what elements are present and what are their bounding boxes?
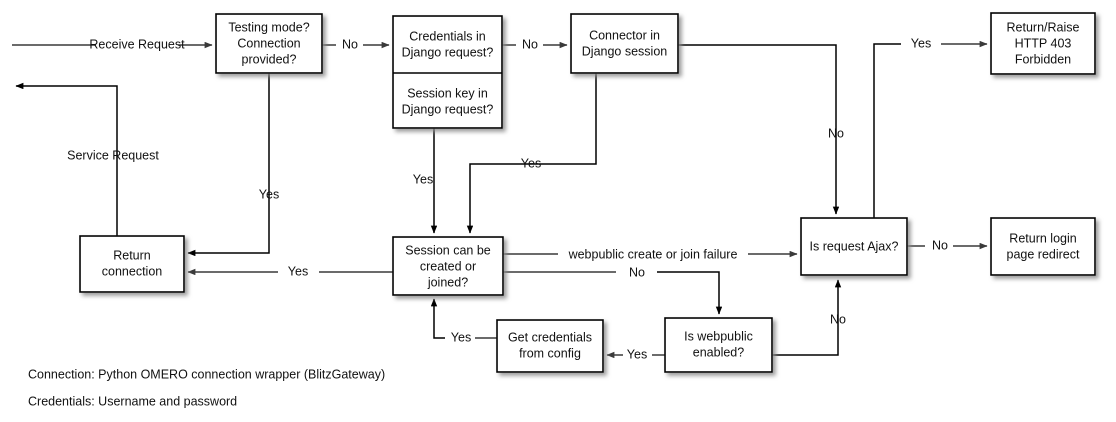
- node-return-login-redirect[interactable]: Return login page redirect: [990, 217, 1096, 276]
- node-return-login-line2: page redirect: [1007, 247, 1080, 261]
- node-connector-line1: Connector in: [589, 28, 660, 42]
- node-http403-line3: Forbidden: [1015, 52, 1071, 66]
- label-credentials-no: No: [522, 37, 538, 51]
- node-session-key-line1: Session key in: [407, 86, 488, 100]
- node-session-key-line2: Django request?: [402, 102, 494, 116]
- node-testing-mode[interactable]: Testing mode? Connection provided?: [215, 13, 323, 74]
- legend-credentials: Credentials: Username and password: [28, 394, 237, 408]
- label-getcred-yes: Yes: [451, 330, 471, 344]
- node-testing-mode-line1: Testing mode?: [228, 20, 309, 34]
- edge-session-no-b: [657, 271, 723, 315]
- node-credentials-line2: Django request?: [402, 45, 494, 59]
- label-webpublic-no: No: [830, 312, 846, 326]
- node-session-created-or-joined[interactable]: Session can be created or joined?: [392, 236, 504, 296]
- node-connector-line2: Django session: [582, 44, 668, 58]
- label-ajax-no: No: [932, 238, 948, 252]
- label-session-no: No: [629, 265, 645, 279]
- label-receive-request: Receive Request: [89, 37, 185, 51]
- node-credentials-line1: Credentials in: [409, 29, 485, 43]
- node-is-request-ajax-line1: Is request Ajax?: [810, 239, 899, 253]
- edge-connector-no: [678, 44, 840, 215]
- node-session-created-line1: Session can be: [405, 243, 491, 257]
- label-service-request: Service Request: [67, 148, 159, 162]
- node-http403-line1: Return/Raise: [1007, 20, 1080, 34]
- label-ajax-yes: Yes: [911, 36, 931, 50]
- node-session-created-line2: created or: [420, 259, 476, 273]
- edge-testing-yes: [187, 73, 270, 257]
- node-credentials-session-key[interactable]: Credentials in Django request? Session k…: [392, 15, 503, 129]
- label-session-key-yes: Yes: [521, 156, 541, 170]
- node-session-created-line3: joined?: [427, 275, 468, 289]
- node-testing-mode-line2: Connection: [237, 36, 300, 50]
- node-http403-line2: HTTP 403: [1015, 36, 1072, 50]
- node-return-connection-line2: connection: [102, 264, 163, 278]
- edge-service-request: [15, 82, 118, 236]
- node-return-login-line1: Return login: [1009, 231, 1076, 245]
- node-return-connection[interactable]: Return connection: [79, 235, 185, 293]
- node-get-credentials-line1: Get credentials: [508, 330, 592, 344]
- label-testing-no: No: [342, 37, 358, 51]
- node-get-credentials-line2: from config: [519, 346, 581, 360]
- label-webpublic-yes: Yes: [627, 347, 647, 361]
- edge-webpublic-no: [772, 279, 842, 356]
- node-connector-django-session[interactable]: Connector in Django session: [570, 13, 679, 74]
- label-return-connection-yes: Yes: [288, 264, 308, 278]
- node-testing-mode-line3: provided?: [242, 52, 297, 66]
- label-testing-yes: Yes: [259, 187, 279, 201]
- legend-connection: Connection: Python OMERO connection wrap…: [28, 367, 385, 381]
- node-is-request-ajax[interactable]: Is request Ajax?: [800, 217, 908, 276]
- edge-connector-yes: [466, 73, 597, 234]
- label-credentials-yes: Yes: [413, 172, 433, 186]
- node-get-credentials-from-config[interactable]: Get credentials from config: [496, 319, 604, 373]
- node-is-webpublic-line2: enabled?: [693, 345, 744, 359]
- edge-ajax-yes-a: [873, 43, 901, 218]
- edge-getcred-yes-b: [430, 298, 445, 339]
- node-return-connection-line1: Return: [113, 248, 151, 262]
- label-webpublic-failure: webpublic create or join failure: [568, 247, 738, 261]
- node-is-webpublic-enabled[interactable]: Is webpublic enabled?: [664, 317, 773, 373]
- label-connector-no: No: [828, 126, 844, 140]
- node-http-403-forbidden[interactable]: Return/Raise HTTP 403 Forbidden: [990, 12, 1096, 75]
- node-is-webpublic-line1: Is webpublic: [684, 329, 753, 343]
